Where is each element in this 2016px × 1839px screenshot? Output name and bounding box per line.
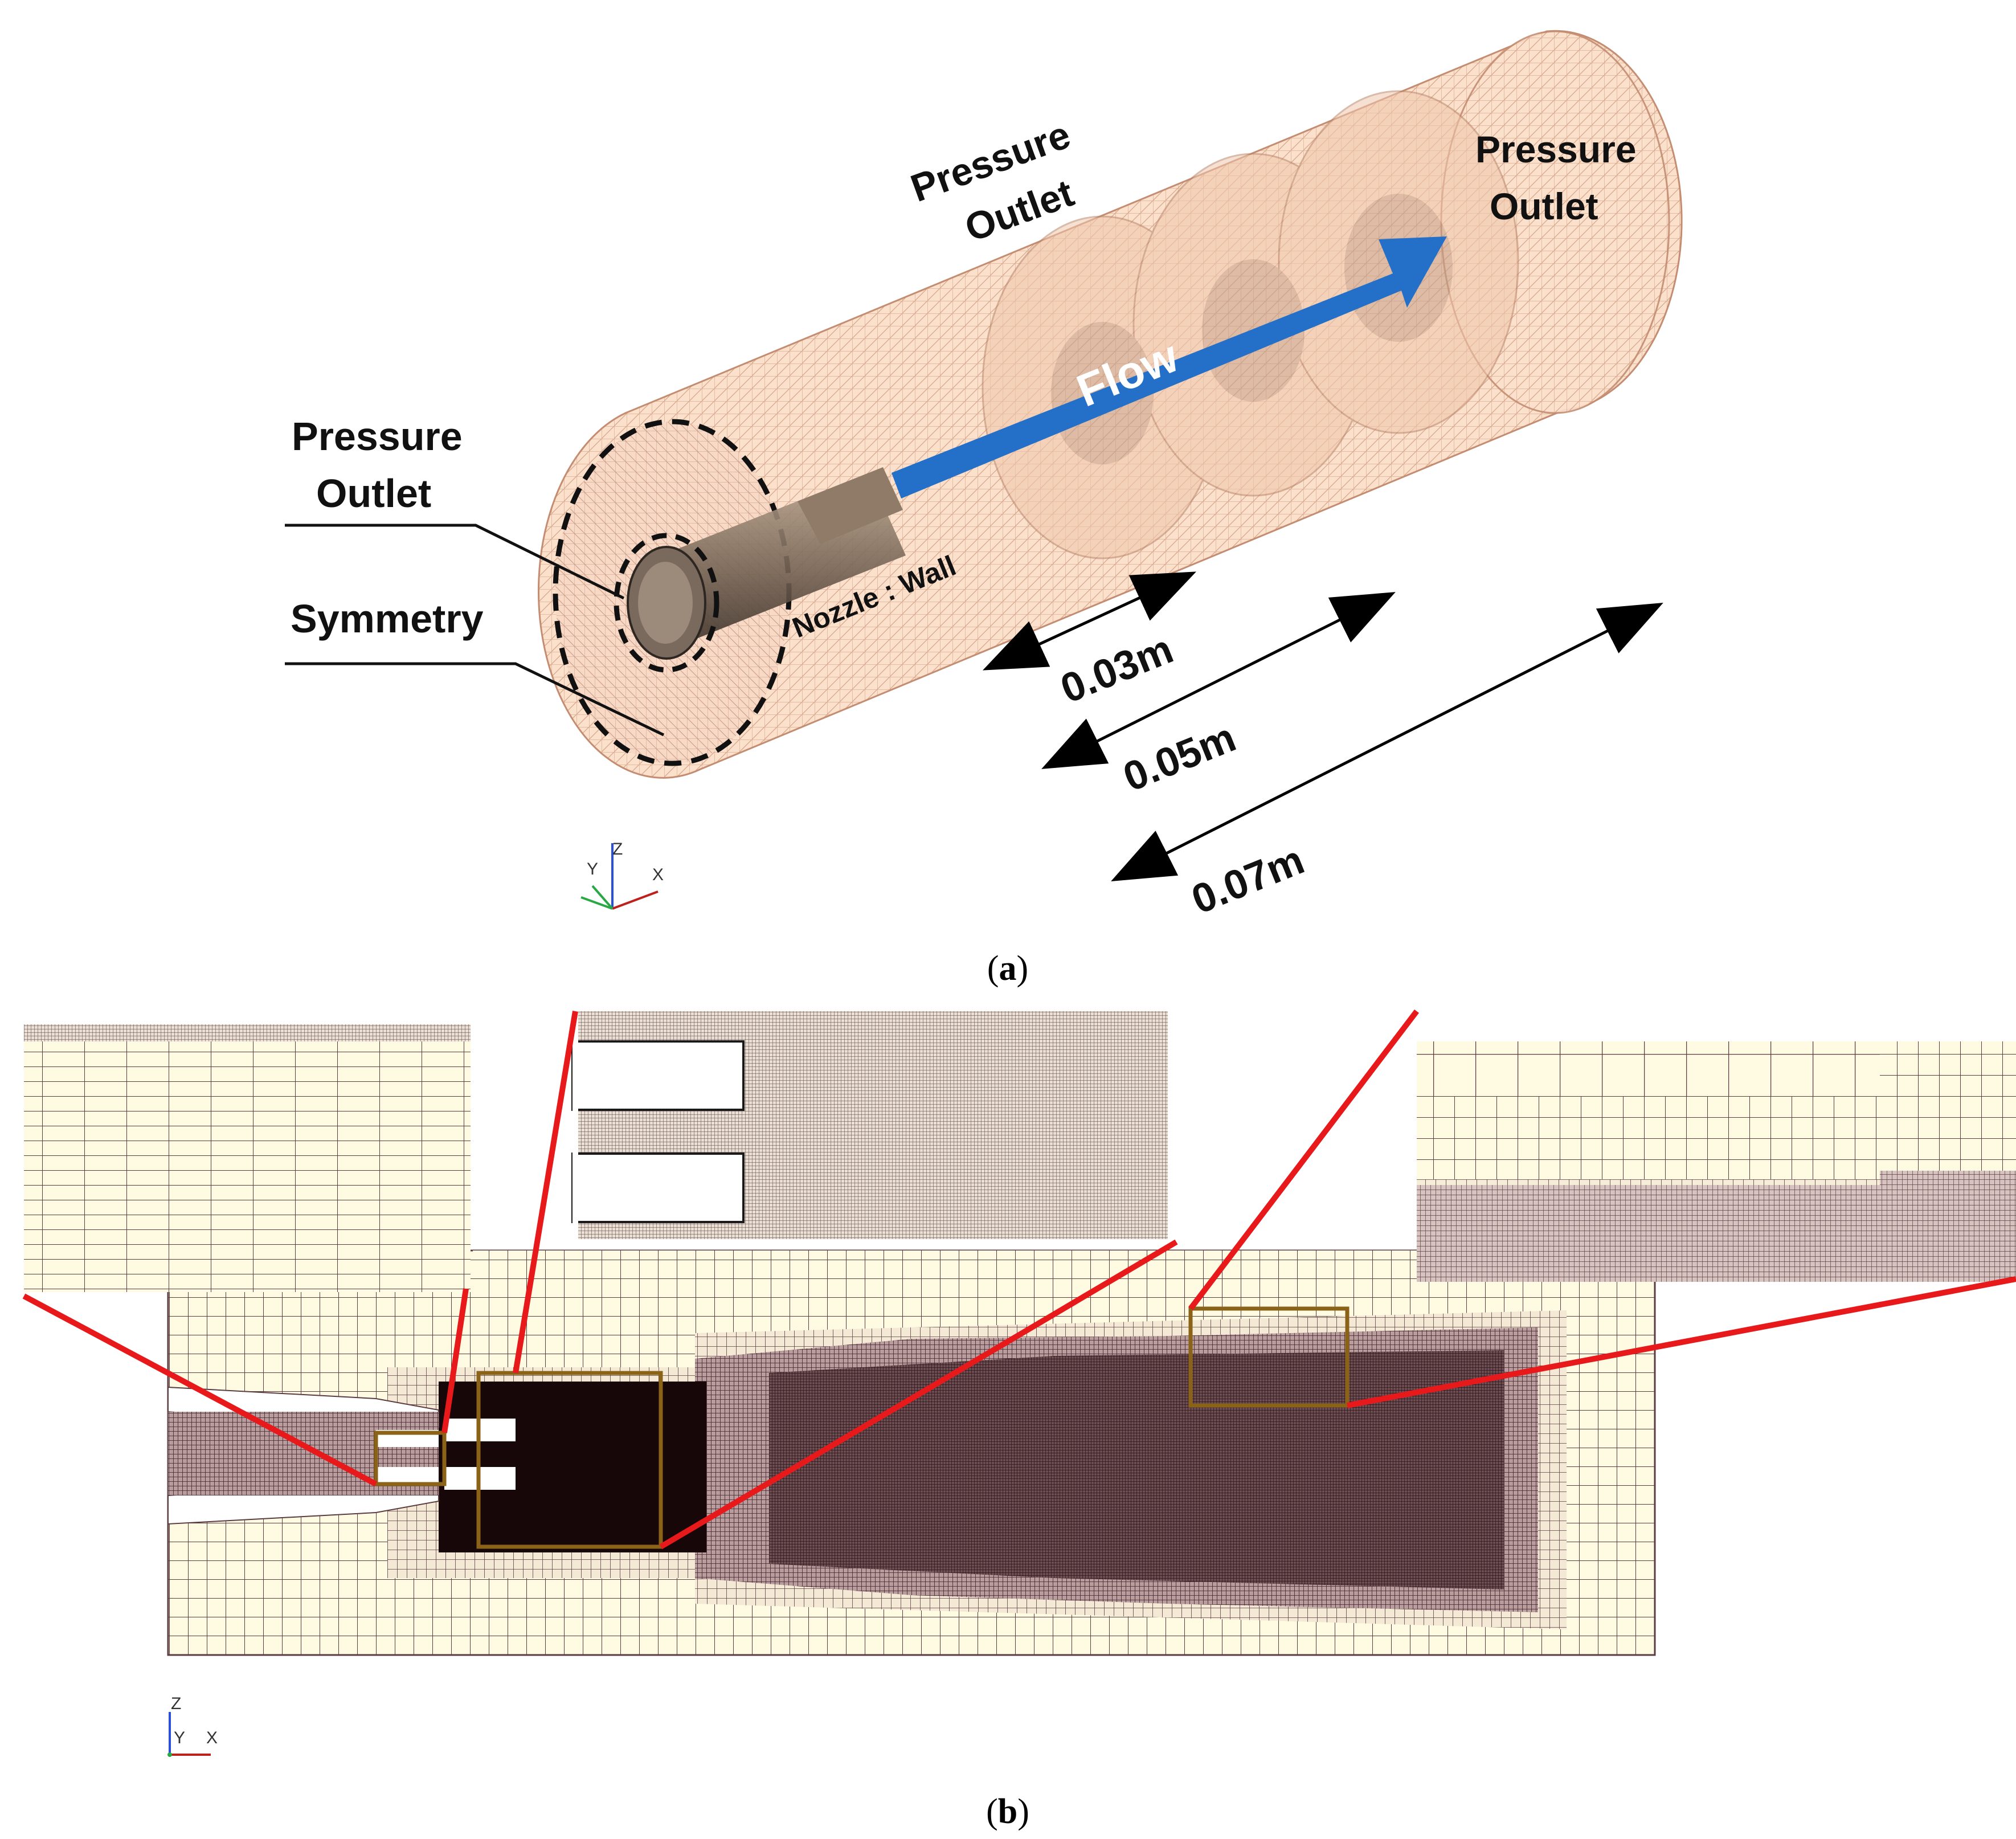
symmetry-label: Symmetry: [291, 596, 484, 641]
zoom-connector-lines: [22, 1009, 2016, 1550]
axis-label-z: Z: [171, 1694, 181, 1713]
dimension-arrow-icon: [1111, 603, 1663, 881]
dimension-label-3: 0.07m: [1185, 837, 1310, 923]
axis-label-x: X: [206, 1728, 218, 1747]
axis-triad-icon: Z Y X: [167, 1694, 218, 1757]
pressure-outlet-right-line2: Outlet: [1490, 185, 1598, 227]
panel-b: Z Y X (b): [22, 1009, 2016, 1831]
zoom-box-nozzle-exit: [476, 1371, 663, 1549]
outlet-leader-line: [285, 524, 625, 600]
very-fine-refinement-region: [769, 1350, 1504, 1589]
zoom-box-nozzle-inlet: [374, 1431, 447, 1486]
refinement-zones: [982, 90, 1519, 559]
symmetry-leader-line: [285, 662, 665, 737]
axis-label-z: Z: [612, 840, 623, 859]
axis-label-y: Y: [587, 860, 598, 878]
flow-arrow-icon: [892, 236, 1447, 498]
pressure-outlet-right-line1: Pressure: [1475, 128, 1637, 170]
pressure-outlet-left-line1: Pressure: [292, 414, 463, 459]
panel-a: Flow Pressure Outlet Pressure Outlet Pre…: [285, 30, 1683, 988]
caption-a-letter: a: [999, 949, 1017, 988]
dimension-label-1: 0.03m: [1054, 626, 1179, 712]
axis-label-y: Y: [174, 1728, 185, 1747]
axis-triad-icon: Y Z X: [580, 840, 664, 910]
outlet-inner-dashed-outline: [614, 533, 719, 673]
caption-a: (a): [987, 949, 1028, 988]
pressure-outlet-left-line2: Outlet: [316, 471, 431, 516]
dimension-label-2: 0.05m: [1117, 714, 1242, 800]
inset-right: [1417, 1041, 2016, 1282]
zoom-box-shear-layer: [1188, 1306, 1350, 1408]
inset-middle: [571, 1011, 1168, 1239]
axis-label-x: X: [652, 865, 664, 884]
caption-b-letter: b: [998, 1792, 1017, 1831]
inset-left: [24, 1024, 471, 1292]
caption-b: (b): [986, 1792, 1029, 1831]
nozzle: [614, 467, 906, 673]
